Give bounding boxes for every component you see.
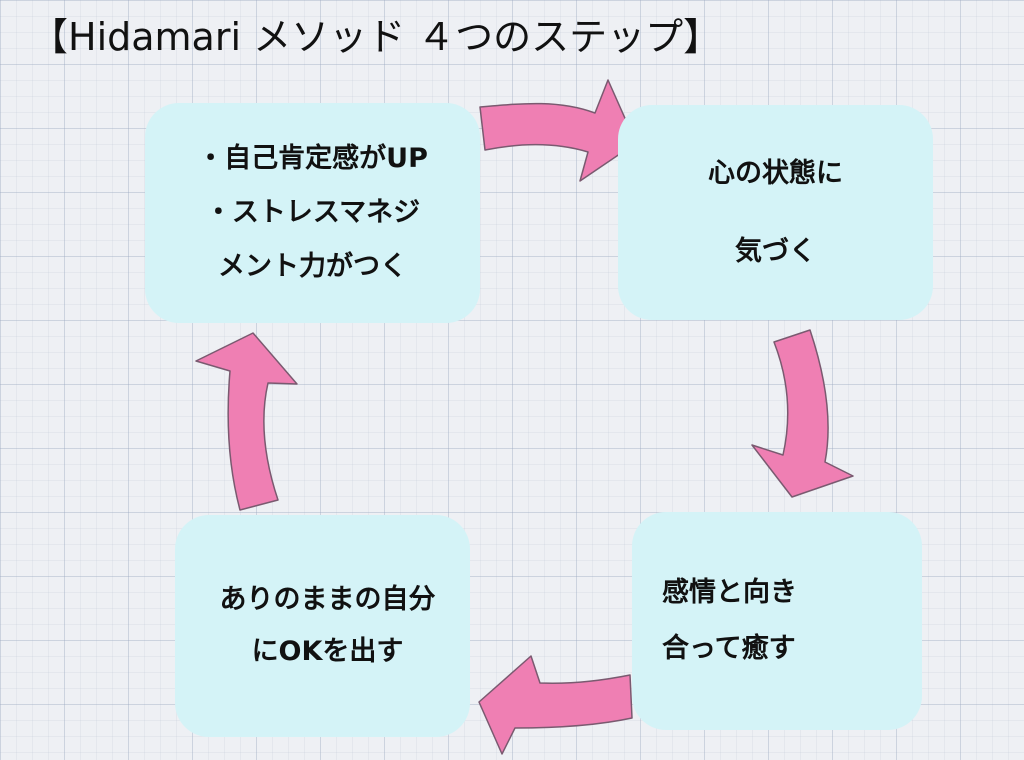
arrow-to-step-3 — [478, 655, 633, 755]
step-text-line: にOKを出す — [251, 636, 404, 667]
page-title: 【Hidamari メソッド ４つのステップ】 — [30, 15, 722, 59]
arrow-to-step-2 — [751, 329, 854, 498]
step-text-line: 心の状態に — [708, 157, 843, 189]
step-text-line: ありのままの自分 — [219, 584, 436, 615]
step-box-top-right: 心の状態に 気づく — [618, 105, 933, 320]
step-box-bottom-right: 感情と向き 合って癒す — [632, 512, 922, 730]
step-text-line: メント力がつく — [218, 251, 407, 282]
step-box-bottom-left: ありのままの自分 にOKを出す — [175, 515, 470, 737]
step-box-top-left: ・自己肯定感がUP ・ストレスマネジ メント力がつく — [145, 103, 480, 323]
step-text-line: 気づく — [735, 235, 816, 267]
step-text-line: ・自己肯定感がUP — [197, 143, 428, 174]
arrow-to-step-1 — [479, 79, 637, 182]
arrow-to-step-4 — [195, 332, 298, 511]
step-text-line: ・ストレスマネジ — [204, 197, 421, 228]
step-text-line: 感情と向き — [662, 577, 797, 608]
step-text-line: 合って癒す — [662, 633, 796, 664]
